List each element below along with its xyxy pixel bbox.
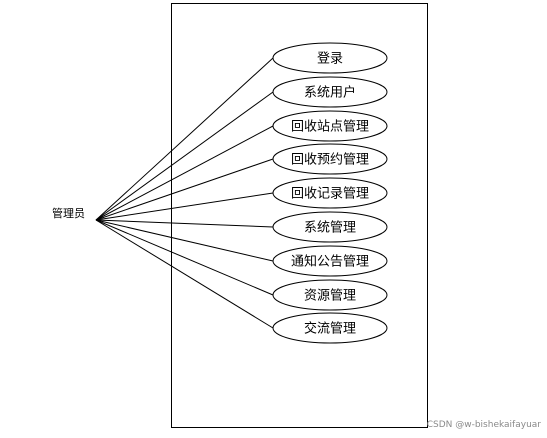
association-line	[95, 57, 274, 221]
use-case-ellipse	[272, 177, 388, 209]
association-line	[95, 158, 274, 221]
system-boundary	[171, 3, 428, 428]
use-case-label: 回收记录管理	[291, 187, 369, 202]
watermark: CSDN @w-bishekaifayuar	[426, 420, 541, 430]
use-case-label: 系统用户	[304, 85, 356, 101]
use-case-ellipse	[272, 245, 388, 277]
association-line	[95, 125, 274, 221]
association-line	[95, 219, 274, 262]
association-line	[95, 219, 274, 296]
association-line	[95, 219, 274, 228]
association-lines	[95, 57, 274, 329]
use-case-login: 登录	[272, 42, 388, 74]
use-case-ellipse	[272, 110, 388, 142]
use-case-ellipse	[272, 143, 388, 175]
use-case-system-user: 系统用户	[272, 76, 388, 108]
use-case-label: 回收站点管理	[291, 120, 369, 135]
use-case-label: 交流管理	[304, 321, 356, 337]
use-case-ellipse	[272, 279, 388, 311]
use-case-resource-management: 资源管理	[272, 279, 388, 311]
use-case-notice-management: 通知公告管理	[272, 245, 388, 277]
use-case-recycle-record-management: 回收记录管理	[272, 177, 388, 209]
use-case-label: 系统管理	[304, 221, 356, 236]
use-case-label: 登录	[317, 52, 343, 67]
use-case-label: 通知公告管理	[291, 254, 369, 270]
use-case-system-management: 系统管理	[272, 211, 388, 243]
use-case-label: 回收预约管理	[291, 153, 369, 168]
use-case-ellipse	[272, 211, 388, 243]
association-line	[95, 192, 274, 221]
use-case-ellipse	[272, 312, 388, 344]
use-case-communication-management: 交流管理	[272, 312, 388, 344]
use-case-ellipse	[272, 42, 388, 74]
use-case-ellipse	[272, 76, 388, 108]
use-case-list: 登录 系统用户 回收站点管理 回收预约管理 回收记录管理 系统管理 通知公告管理	[272, 42, 388, 344]
association-line	[95, 219, 274, 329]
use-case-recycle-site-management: 回收站点管理	[272, 110, 388, 142]
association-line	[95, 91, 274, 221]
use-case-label: 资源管理	[304, 289, 356, 304]
use-case-recycle-appointment-management: 回收预约管理	[272, 143, 388, 175]
actor-label: 管理员	[52, 206, 85, 220]
